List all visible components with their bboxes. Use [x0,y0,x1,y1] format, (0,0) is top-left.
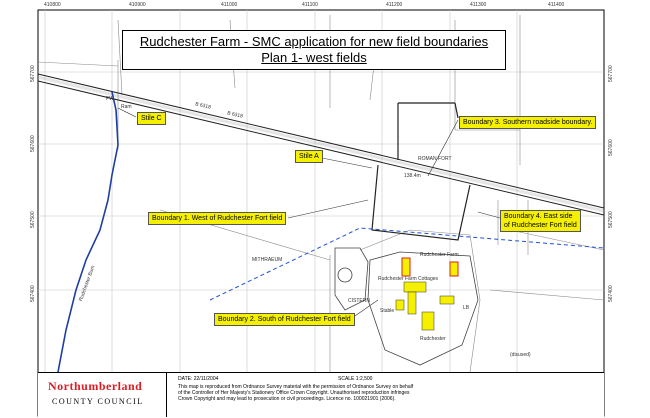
scheduled-area-boundary [209,227,605,301]
label-ram: Ram [121,104,132,110]
grid-label-left: 567400 [30,285,36,302]
grid-label-top: 411100 [302,2,318,8]
grid-label-left: 567600 [30,135,36,152]
grid-label-right: 567500 [608,211,614,228]
grid-label-left: 567500 [30,211,36,228]
council-logo-text: Northumberland [48,379,143,393]
grid-lines [38,10,604,372]
label-rudchester-farm: Rudchester Farm [420,252,459,258]
label-spot-height: 138.4m [404,173,421,179]
grid-label-top: 411200 [386,2,403,8]
callout-boundary-4-line1: Boundary 4. East side [504,213,573,220]
callout-boundary-4: Boundary 4. East side of Rudchester Fort… [500,210,581,232]
roman-fort [371,102,471,241]
label-stable: Stable [380,308,395,314]
road-b6318 [37,73,605,216]
label-fw: FW [106,96,114,102]
callout-boundary-1: Boundary 1. West of Rudchester Fort fiel… [148,212,287,225]
map-scale: SCALE 1:2,500 [338,376,373,382]
grid-label-top: 411300 [470,2,487,8]
copyright-notice: This map is reproduced from Ordnance Sur… [178,384,414,402]
callout-boundary-3: Boundary 3. Southern roadside boundary. [459,116,597,129]
label-rudchester-farm-cottages: Rudchester Farm Cottages [378,276,439,282]
stream-rudchester-burn [57,91,119,373]
map-footer: Northumberland COUNTY COUNCIL DATE: 22/1… [38,372,604,417]
farm-buildings-red [401,257,459,277]
grid-label-top: 410900 [129,2,146,8]
callout-stile-a: Stile A [295,150,323,163]
label-roman-fort: ROMAN FORT [418,156,452,162]
footer-divider [166,373,167,417]
grid-label-right: 567400 [608,285,614,302]
council-logo-subtext: COUNTY COUNCIL [52,397,144,406]
label-cistern: CISTERN [348,298,370,304]
label-mithraeum: MITHRAEUM [252,257,283,263]
label-lb: LB [463,305,470,311]
grid-label-right: 567600 [608,139,614,156]
map-title: Rudchester Farm - SMC application for ne… [139,34,489,49]
label-disused: (disused) [510,352,531,358]
grid-label-top: 410800 [44,2,61,8]
callout-stile-c: Stile C [137,112,166,125]
map-subtitle: Plan 1- west fields [261,50,367,65]
grid-label-right: 567700 [608,65,614,82]
label-rudchester: Rudchester [420,336,446,342]
grid-label-top: 411000 [221,2,238,8]
grid-label-left: 567700 [30,65,36,82]
leader-lines [117,107,501,319]
farm-outline [334,247,479,366]
map-date: DATE: 22/11/2004 [178,376,219,382]
callout-boundary-2: Boundary 2. South of Rudchester Fort fie… [214,313,355,326]
map-title-box: Rudchester Farm - SMC application for ne… [122,30,506,70]
grid-label-top: 411400 [548,2,565,8]
callout-boundary-4-line2: of Rudchester Fort field [504,222,577,229]
